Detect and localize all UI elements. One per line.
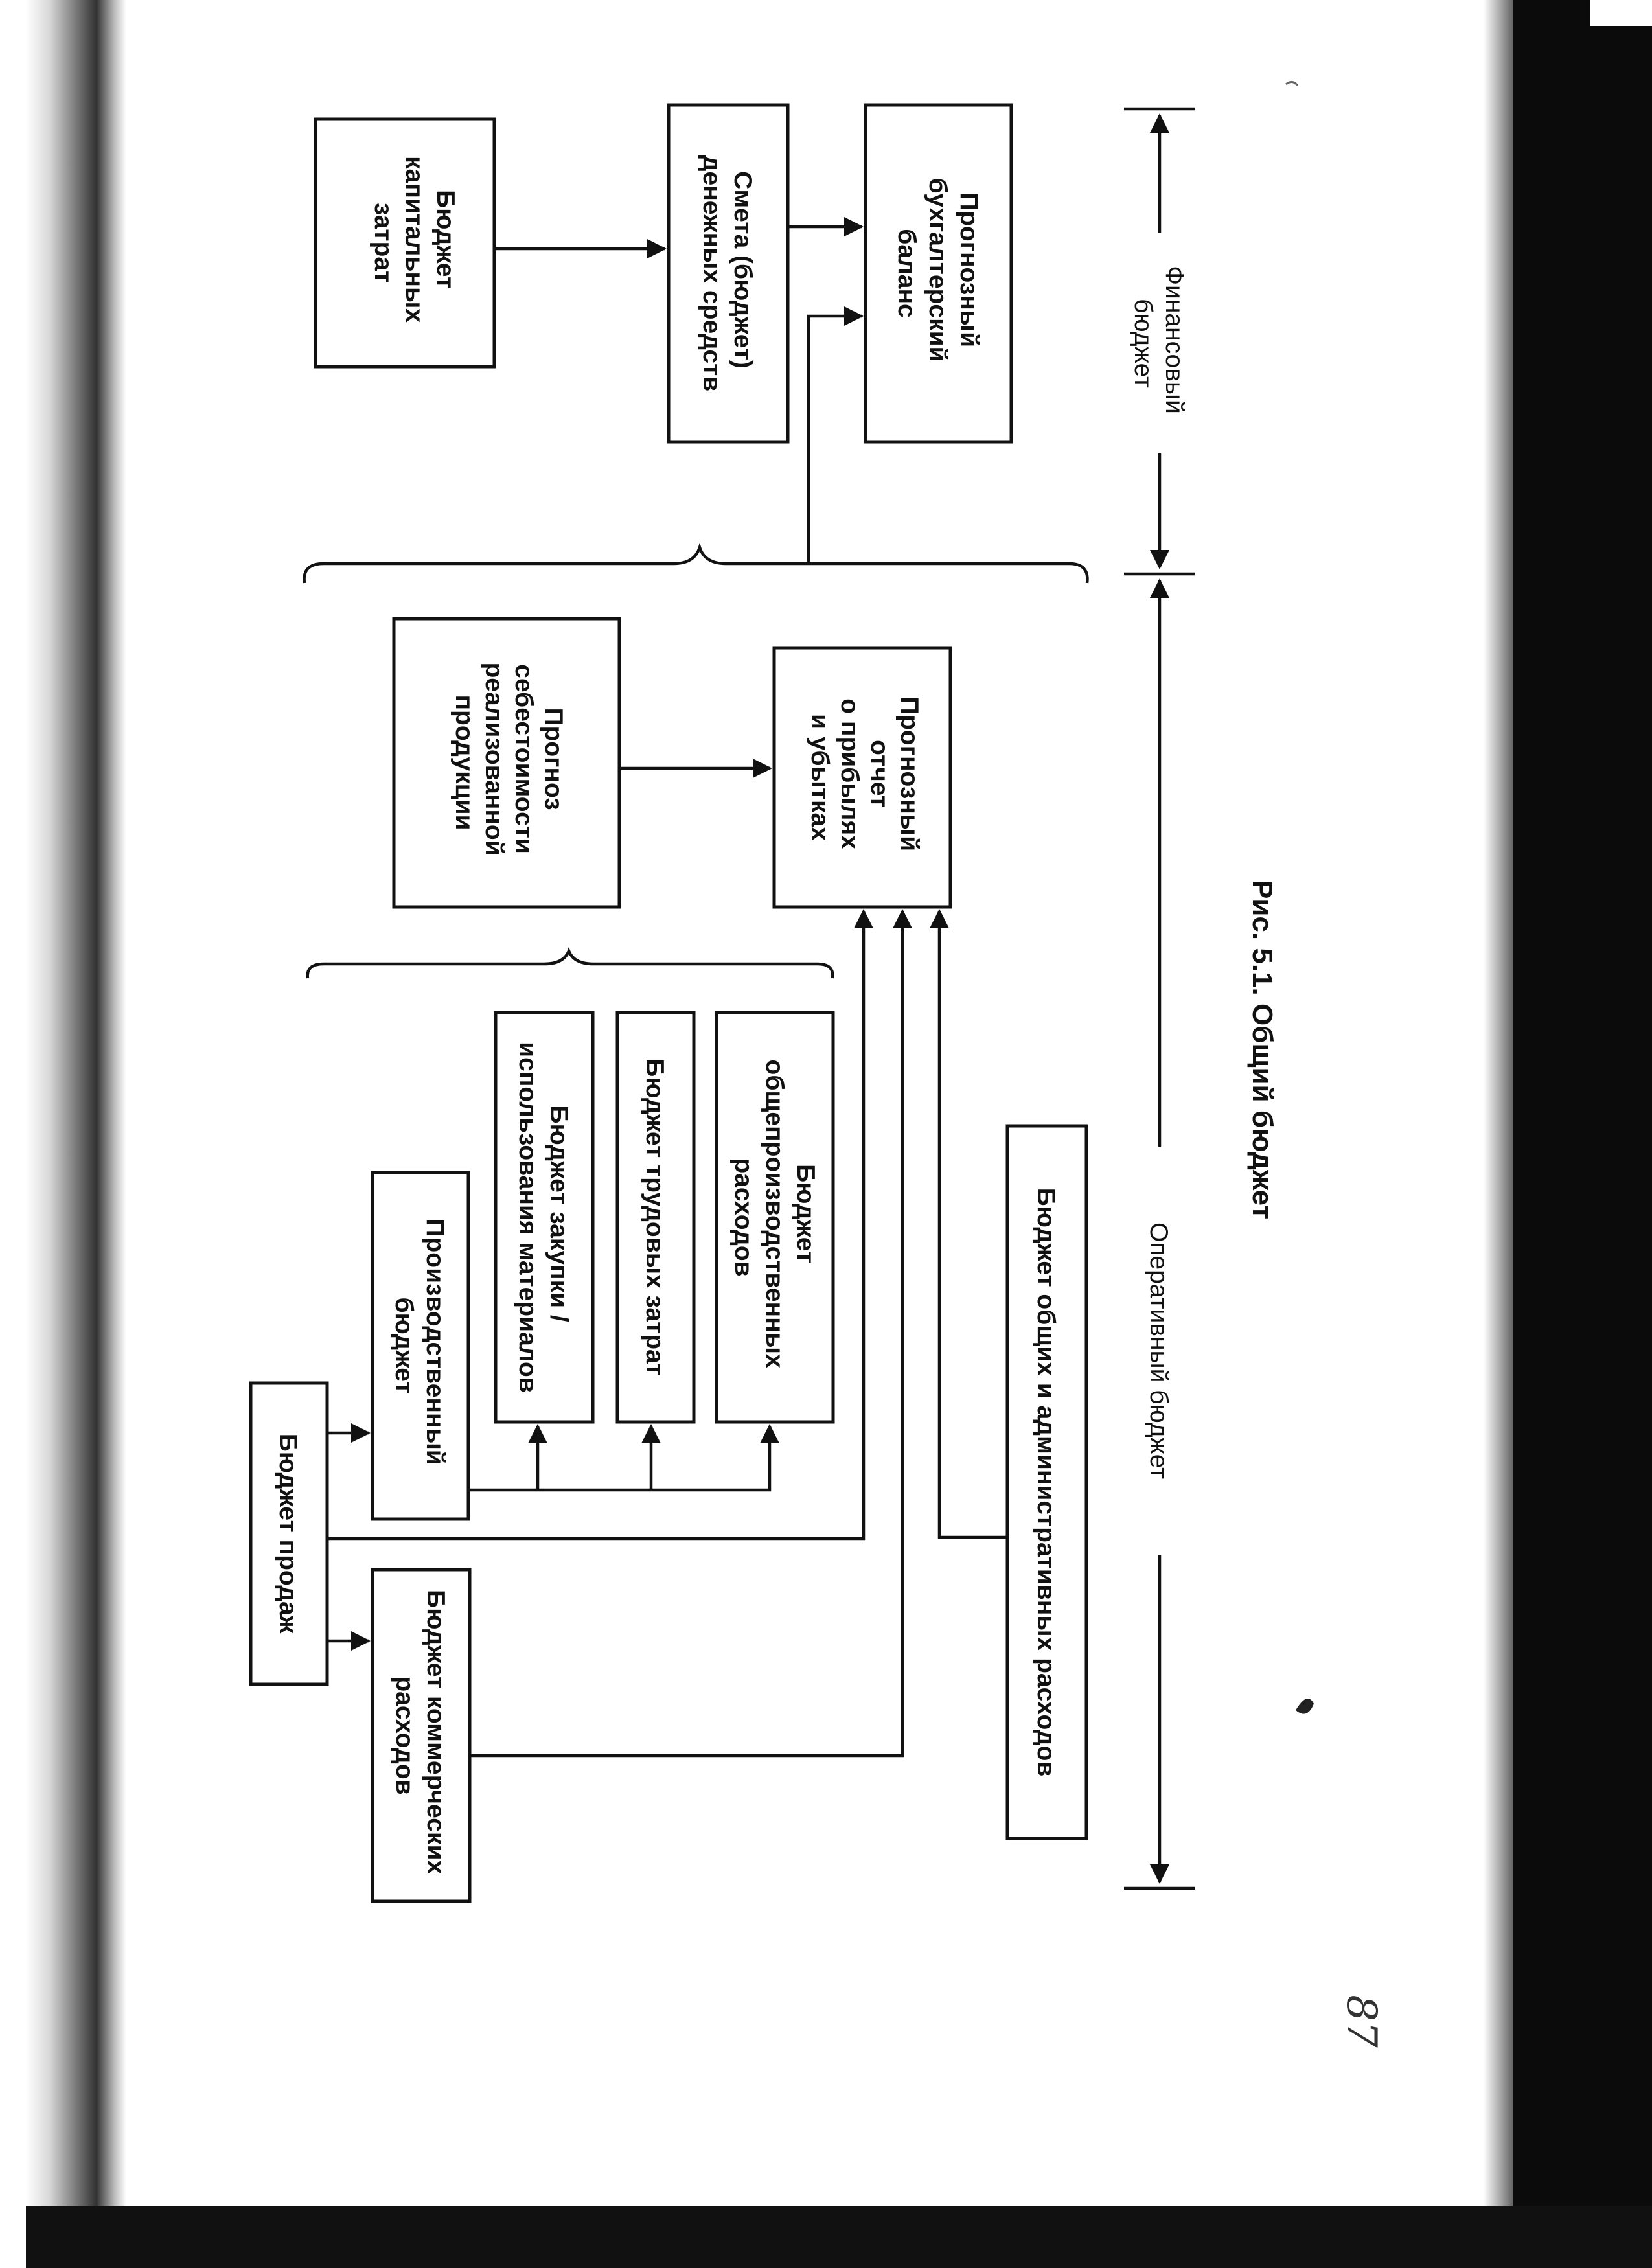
svg-text:Бюджет коммерческих расх: Бюджет коммерческих расходов: [391, 1590, 450, 1881]
box-selling-expenses: Бюджет коммерческих расходов: [371, 1568, 472, 1903]
box-labor-budget: Бюджет трудовых затрат: [615, 1011, 696, 1424]
svg-text:Прогнозный отчет о: Прогнозный отчет о прибылях и убытках: [806, 696, 923, 858]
svg-text:Бюджет капитальных: Бюджет капитальных затрат: [369, 156, 459, 330]
arrow-admin-to-pnl: [930, 909, 1007, 1539]
figure-caption: Рис. 5.1. Общий бюджет: [1246, 880, 1278, 1219]
scan-mark: [1285, 81, 1299, 86]
svg-text:Прогноз себестоимости: Прогноз себестоимости реализованной прод…: [450, 662, 568, 862]
svg-text:Бюджет трудовых затрат: Бюджет трудовых затрат: [641, 1059, 669, 1376]
box-forecast-pnl: Прогнозный отчет о прибылях и убытках: [772, 646, 952, 909]
svg-text:Производственный бюджет: Производственный бюджет: [390, 1219, 449, 1472]
box-materials-budget: Бюджет закупки / использования материало…: [494, 1011, 595, 1424]
svg-text:Бюджет закупки / использ: Бюджет закупки / использования материало…: [514, 1042, 573, 1393]
brace-operational-group: [303, 542, 1089, 584]
arrow-sales-to-pnl: [327, 909, 873, 1541]
svg-text:Прогнозный бухгалтерский: Прогнозный бухгалтерский баланс: [893, 178, 983, 369]
box-forecast-balance: Прогнозный бухгалтерский баланс: [864, 103, 1013, 444]
box-cash-budget: Смета (бюджет) денежных средств: [667, 103, 790, 444]
svg-text:Бюджет общих и административны: Бюджет общих и административных расходов: [1032, 1188, 1060, 1777]
box-production-budget: Производственный бюджет: [371, 1171, 470, 1521]
label-financial-budget: Финансовый бюджет: [1129, 266, 1188, 420]
box-overhead-budget: Бюджет общепроизводственных расходов: [715, 1011, 835, 1424]
scan-right-edge: [1513, 0, 1652, 2268]
svg-text:Бюджет продаж: Бюджет продаж: [274, 1434, 302, 1634]
scan-left-shadow: [97, 0, 126, 2268]
svg-text:Смета (бюджет) денежных: Смета (бюджет) денежных средств: [698, 155, 757, 391]
dimension-financial: Финансовый бюджет: [1124, 107, 1195, 576]
scan-mark: [1296, 1699, 1314, 1714]
dimension-operational: Оперативный бюджет: [1124, 578, 1195, 1890]
box-cogs-forecast: Прогноз себестоимости реализованной прод…: [392, 617, 621, 909]
page-number: 87: [1337, 1995, 1385, 2048]
box-admin-expenses: Бюджет общих и административных расходов: [1005, 1124, 1088, 1840]
arrow-selling-to-pnl: [470, 909, 912, 1758]
scan-left-edge: [26, 0, 104, 2268]
box-sales-budget: Бюджет продаж: [249, 1381, 329, 1686]
label-operational-budget: Оперативный бюджет: [1145, 1222, 1173, 1479]
connectors: [327, 217, 1007, 1758]
brace-production-group: [306, 946, 834, 979]
scan-right-fade: [1484, 0, 1516, 2268]
scan-corner: [1590, 0, 1652, 26]
scan-bottom-edge: [26, 2206, 1652, 2268]
svg-text:Бюджет общепроизводствен: Бюджет общепроизводственных расходов: [729, 1060, 820, 1375]
line-production-bus: [468, 1424, 779, 1492]
box-capital-expenditure: Бюджет капитальных затрат: [314, 117, 496, 369]
arrow-operational-to-balance: [807, 306, 864, 562]
